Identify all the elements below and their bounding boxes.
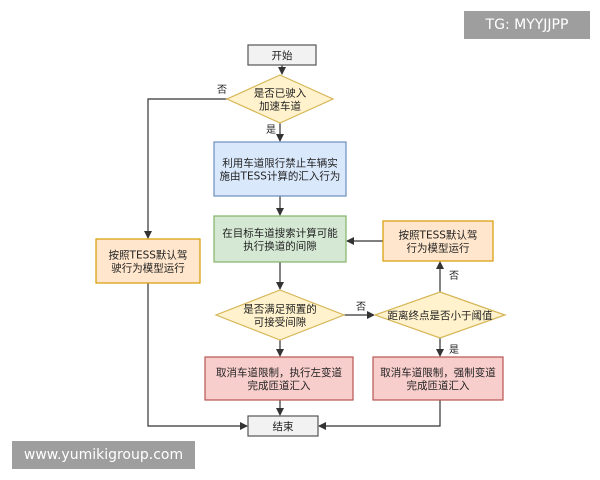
node-label-line: 是否已驶入	[254, 87, 307, 100]
watermark-bottom-left: www.yumikigroup.com	[12, 441, 195, 469]
edge-label-q_accel_lane-to-lane_restrict: 是	[266, 124, 276, 136]
edge-q_accel_lane-to-default_left	[144, 98, 227, 239]
node-label-line: 结束	[273, 420, 294, 433]
node-label-line: 按照TESS默认驾	[109, 249, 188, 262]
edge-label-q_gap-to-q_distance: 否	[356, 301, 366, 313]
node-shape	[372, 356, 504, 401]
node-label-line: 利用车道限行禁止车辆实	[222, 157, 338, 170]
node-label-line: 驶行为模型运行	[111, 262, 185, 275]
node-shape	[247, 44, 317, 66]
node-shape	[95, 238, 201, 284]
node-shape	[213, 141, 347, 197]
node-label-line: 距离终点是否小于阈值	[388, 309, 493, 322]
node-label-line: 是否满足预置的	[243, 303, 317, 316]
node-label-line: 施由TESS计算的汇入行为	[220, 170, 341, 183]
node-label-line: 取消车道限制，强制变道	[380, 366, 496, 379]
node-label-line: 完成匝道汇入	[407, 379, 470, 392]
node-start: 开始	[247, 44, 317, 66]
node-shape	[214, 289, 346, 341]
node-q-distance: 距离终点是否小于阈值	[373, 291, 507, 339]
node-label-line: 加速车道	[259, 100, 301, 113]
node-shape	[373, 291, 507, 339]
node-label-line: 取消车道限制，执行左变道	[216, 366, 342, 379]
node-label-line: 行为模型运行	[407, 242, 470, 255]
node-label-line: 可接受间隙	[254, 316, 307, 329]
node-shape	[225, 74, 335, 124]
edge-label-q_distance-to-cancel_force: 是	[449, 344, 459, 356]
node-label-line: 在目标车道搜索计算可能	[222, 227, 338, 240]
edge-label-q_distance-to-default_right: 否	[449, 270, 459, 282]
node-shape	[204, 356, 354, 401]
node-label-line: 完成匝道汇入	[248, 379, 311, 392]
node-shape	[213, 215, 347, 263]
node-label-line: 执行换道的间隙	[243, 240, 317, 253]
watermark-top-right: TG: MYYJJPP	[464, 11, 590, 39]
node-shape	[247, 415, 319, 437]
edge-default_left-to-end	[147, 283, 248, 430]
edge-cancel_force-to-end	[318, 400, 441, 430]
edge-label-q_accel_lane-to-default_left: 否	[217, 84, 227, 96]
node-label-line: 开始	[272, 49, 293, 62]
node-end: 结束	[247, 415, 319, 437]
node-shape	[382, 220, 494, 262]
node-label-line: 按照TESS默认驾	[399, 229, 478, 242]
